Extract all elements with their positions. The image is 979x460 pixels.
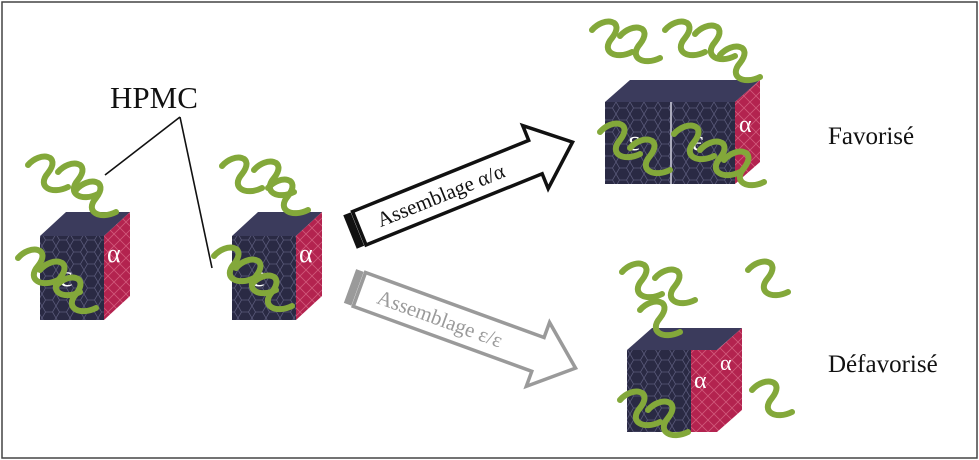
cube-left: ε α xyxy=(18,157,130,320)
arrow-favorable: Assemblage α/α xyxy=(343,122,576,249)
hpmc-connector-lines xyxy=(104,116,213,269)
alpha-face-label: α xyxy=(107,239,121,268)
alpha-face-label: α xyxy=(299,239,313,268)
cube-middle: ε α xyxy=(214,158,322,320)
arrow-unfavorable: Assemblage ε/ε xyxy=(343,269,579,390)
label-favorise: Favorisé xyxy=(828,123,914,150)
label-defavorise: Défavorisé xyxy=(828,351,938,378)
alpha-face-label: α xyxy=(739,112,752,138)
alpha-face-label: α xyxy=(694,368,707,394)
assembly-favorable: ε ε α xyxy=(592,22,764,186)
assembly-unfavorable: α α xyxy=(620,262,792,436)
label-hpmc: HPMC xyxy=(110,80,198,115)
alpha-face-label: α xyxy=(720,350,732,375)
